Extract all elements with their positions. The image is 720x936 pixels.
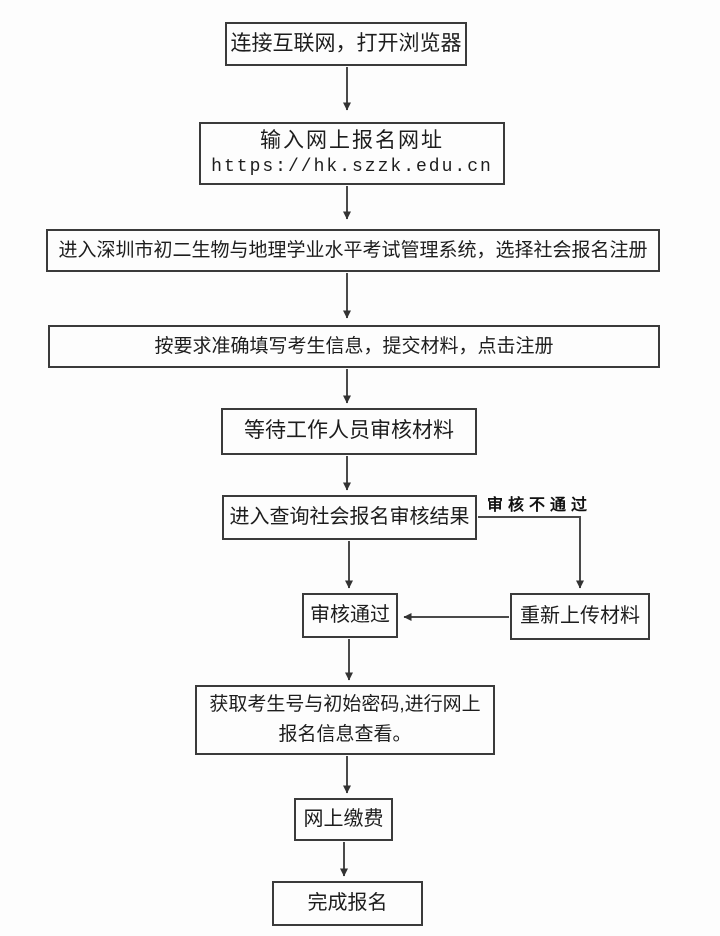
flow-node-wait-review: 等待工作人员审核材料 xyxy=(221,408,477,455)
flow-node-label: 审核通过 xyxy=(310,604,390,626)
flow-node-label: 重新上传材料 xyxy=(520,605,640,627)
flow-node-label: 进入查询社会报名审核结果 xyxy=(229,506,470,528)
flow-node-enter-system: 进入深圳市初二生物与地理学业水平考试管理系统，选择社会报名注册 xyxy=(46,229,660,272)
flow-node-obtain-credentials: 获取考生号与初始密码,进行网上报名信息查看。 xyxy=(195,685,495,755)
registration-url-text: https://hk.szzk.edu.cn xyxy=(211,157,493,178)
flow-node-connect-internet: 连接互联网，打开浏览器 xyxy=(225,22,467,66)
flow-node-enter-url: 输入网上报名网址 https://hk.szzk.edu.cn xyxy=(199,122,505,185)
flow-node-label: 完成报名 xyxy=(307,892,388,914)
flow-node-label: 等待工作人员审核材料 xyxy=(244,419,454,443)
flow-node-reupload-materials: 重新上传材料 xyxy=(510,593,650,640)
flow-node-label: 连接互联网，打开浏览器 xyxy=(230,31,462,55)
flow-node-registration-complete: 完成报名 xyxy=(272,881,423,926)
arrow-query-to-reupload xyxy=(478,516,584,589)
flow-node-label: 获取考生号与初始密码,进行网上报名信息查看。 xyxy=(209,694,481,745)
flow-node-review-passed: 审核通过 xyxy=(302,593,398,638)
flow-node-query-result: 进入查询社会报名审核结果 xyxy=(222,495,477,540)
flow-node-label: 按要求准确填写考生信息，提交材料，点击注册 xyxy=(154,335,554,357)
flow-node-label: 输入网上报名网址 xyxy=(260,129,444,153)
edge-label-review-failed: 审核不通过 xyxy=(487,497,593,514)
flow-node-label: 进入深圳市初二生物与地理学业水平考试管理系统，选择社会报名注册 xyxy=(58,239,648,261)
flow-node-online-payment: 网上缴费 xyxy=(294,798,393,841)
flow-node-fill-info: 按要求准确填写考生信息，提交材料，点击注册 xyxy=(48,325,660,368)
flow-node-label: 网上缴费 xyxy=(303,808,384,830)
